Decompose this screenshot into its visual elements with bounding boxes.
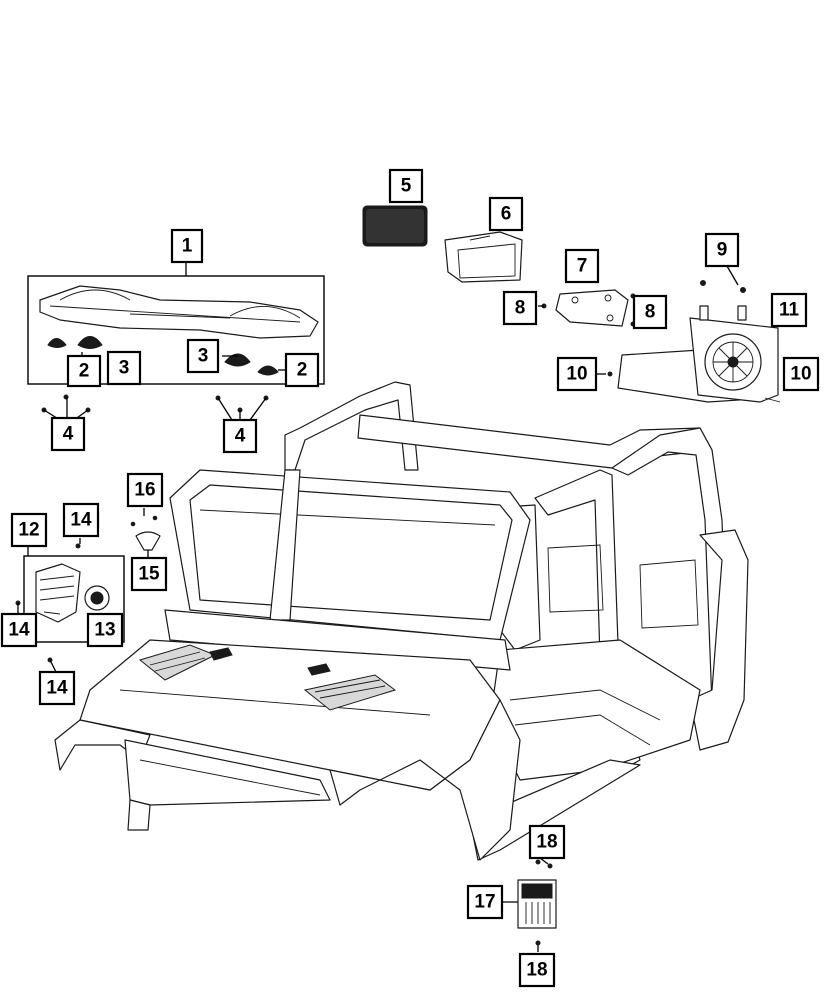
callout-1: 1	[170, 228, 204, 264]
overhead-trim-panel	[39, 285, 319, 339]
svg-text:14: 14	[46, 678, 68, 699]
callout-2-left: 2	[66, 354, 102, 388]
callout-7: 7	[564, 248, 600, 284]
callout-5: 5	[388, 168, 424, 204]
part-17-module	[517, 859, 557, 946]
svg-text:15: 15	[138, 564, 160, 585]
svg-text:18: 18	[536, 832, 557, 853]
fastener-screws-4	[41, 394, 269, 413]
svg-text:8: 8	[515, 298, 526, 319]
svg-text:10: 10	[566, 364, 587, 385]
callout-14-top: 14	[62, 502, 100, 538]
part-15-cap	[130, 515, 161, 551]
callout-4-right: 4	[222, 418, 258, 454]
group-frame-12	[23, 555, 125, 643]
svg-text:5: 5	[401, 176, 412, 197]
callout-3-right: 3	[186, 338, 220, 374]
callout-10-left: 10	[556, 356, 598, 392]
svg-text:9: 9	[717, 240, 728, 261]
svg-text:2: 2	[297, 360, 308, 381]
svg-text:7: 7	[577, 256, 588, 277]
svg-text:13: 13	[94, 620, 115, 641]
svg-text:3: 3	[198, 346, 209, 367]
callout-8-right: 8	[632, 294, 668, 330]
callout-17: 17	[466, 884, 504, 920]
svg-text:1: 1	[182, 236, 193, 257]
svg-text:14: 14	[70, 510, 92, 531]
part-6-bracket	[444, 231, 523, 283]
callout-15: 15	[130, 556, 168, 592]
callout-8-left: 8	[502, 290, 538, 326]
svg-text:2: 2	[79, 361, 90, 382]
callout-14-bottom: 14	[38, 670, 76, 706]
svg-text:17: 17	[474, 892, 495, 913]
part-13-knob	[84, 585, 110, 611]
svg-text:3: 3	[119, 358, 130, 379]
svg-text:10: 10	[790, 364, 811, 385]
callout-10-right: 10	[782, 356, 820, 392]
callout-11: 11	[770, 292, 808, 328]
callout-2-right: 2	[284, 352, 320, 388]
callout-3-left: 3	[106, 350, 142, 386]
part-12-vent-module	[35, 563, 81, 623]
part-5-pad	[362, 205, 428, 247]
svg-text:18: 18	[526, 960, 547, 981]
svg-text:14: 14	[8, 620, 30, 641]
callout-12: 12	[10, 512, 48, 548]
callout-4-left: 4	[50, 416, 86, 452]
callout-16: 16	[126, 472, 164, 508]
svg-text:11: 11	[779, 300, 800, 321]
vehicle-body-frame	[54, 381, 749, 861]
svg-text:4: 4	[63, 424, 74, 445]
dome-speaker-set-right	[224, 353, 279, 376]
svg-text:4: 4	[235, 426, 246, 447]
svg-text:8: 8	[645, 302, 656, 323]
callout-6: 6	[488, 196, 524, 232]
group-frame-1	[27, 275, 325, 385]
callout-18-top: 18	[528, 824, 566, 860]
callout-14-left: 14	[0, 612, 38, 648]
dome-speaker-set-left	[47, 336, 103, 349]
callout-9: 9	[704, 232, 740, 268]
callout-13: 13	[86, 612, 124, 648]
svg-text:16: 16	[134, 480, 155, 501]
svg-text:12: 12	[18, 520, 39, 541]
callout-18-bottom: 18	[518, 952, 556, 988]
part-11-subwoofer	[607, 280, 781, 403]
svg-text:6: 6	[501, 204, 512, 225]
part-7-mount-plate	[541, 289, 636, 327]
